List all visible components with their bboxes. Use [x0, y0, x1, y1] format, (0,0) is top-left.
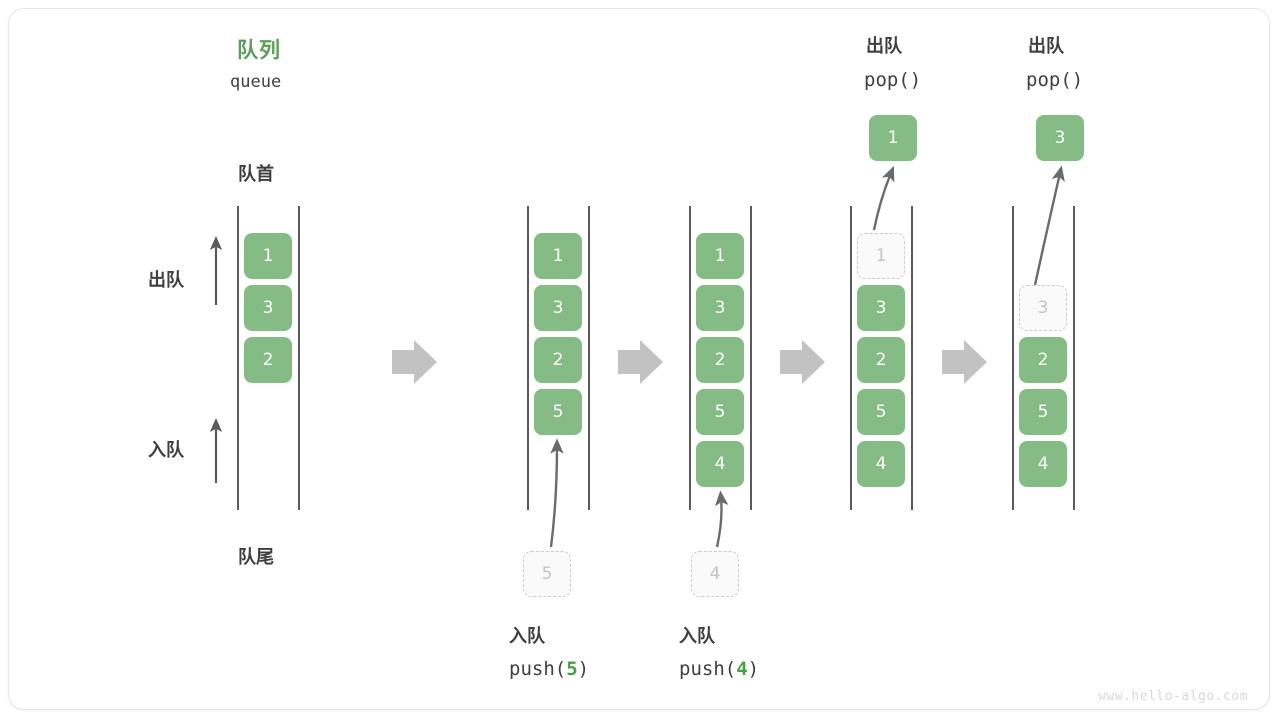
watermark: www.hello-algo.com — [1098, 689, 1248, 704]
code-value: 5 — [566, 658, 578, 680]
step-caption-code: push(4) — [679, 658, 759, 680]
queue-rail-left-step2 — [527, 206, 529, 510]
push-arrow-5 — [549, 438, 564, 548]
code-suffix: ) — [747, 658, 760, 680]
popped-value: 3 — [1036, 115, 1084, 161]
queue-cell: 2 — [1019, 337, 1067, 383]
queue-cell: 2 — [696, 337, 744, 383]
diagram-title-cjk: 队列 — [237, 38, 281, 62]
queue-rail-right-step2 — [588, 206, 590, 510]
transition-arrow-2 — [618, 340, 663, 384]
rear-label: 队尾 — [238, 547, 274, 568]
pop-arrow-1 — [872, 165, 895, 231]
queue-cell-removed: 1 — [857, 233, 905, 279]
queue-rail-left-step1 — [237, 206, 239, 510]
pop-caption-code: pop() — [1026, 69, 1084, 91]
queue-rail-right-step1 — [298, 206, 300, 510]
transition-arrow-3 — [780, 340, 825, 384]
pop-caption-cjk: 出队 — [1028, 36, 1064, 57]
queue-rail-left-step3 — [689, 206, 691, 510]
queue-cell-new: 5 — [534, 389, 582, 435]
queue-cell: 3 — [857, 285, 905, 331]
queue-cell-new: 4 — [696, 441, 744, 487]
queue-cell: 4 — [1019, 441, 1067, 487]
queue-cell: 5 — [1019, 389, 1067, 435]
queue-cell: 5 — [857, 389, 905, 435]
queue-cell: 1 — [534, 233, 582, 279]
popped-value: 1 — [869, 115, 917, 161]
step-caption-cjk: 入队 — [509, 626, 545, 647]
pop-caption-cjk: 出队 — [866, 36, 902, 57]
queue-cell: 2 — [857, 337, 905, 383]
step-caption-cjk: 入队 — [679, 626, 715, 647]
queue-cell-removed: 3 — [1019, 285, 1067, 331]
push-arrow-4 — [715, 490, 729, 548]
enqueue-direction-label: 入队 — [148, 440, 184, 461]
code-suffix: ) — [577, 658, 590, 680]
dequeue-direction-label: 出队 — [148, 270, 184, 291]
transition-arrow-4 — [942, 340, 987, 384]
code-value: 4 — [736, 658, 748, 680]
queue-rail-left-step4 — [850, 206, 852, 510]
queue-cell: 4 — [857, 441, 905, 487]
queue-rail-left-step5 — [1012, 206, 1014, 510]
queue-cell: 2 — [534, 337, 582, 383]
step-caption-code: push(5) — [509, 658, 589, 680]
queue-rail-right-step3 — [750, 206, 752, 510]
queue-rail-right-step5 — [1073, 206, 1075, 510]
queue-cell: 3 — [244, 285, 292, 331]
queue-cell: 5 — [696, 389, 744, 435]
queue-rail-right-step4 — [911, 206, 913, 510]
queue-cell: 3 — [534, 285, 582, 331]
code-prefix: push( — [509, 658, 567, 680]
push-input-placeholder: 5 — [523, 551, 571, 597]
queue-cell: 2 — [244, 337, 292, 383]
code-prefix: push( — [679, 658, 737, 680]
queue-cell: 3 — [696, 285, 744, 331]
transition-arrow-1 — [392, 340, 437, 384]
queue-cell: 1 — [696, 233, 744, 279]
front-label: 队首 — [238, 164, 274, 185]
queue-cell: 1 — [244, 233, 292, 279]
push-input-placeholder: 4 — [691, 551, 739, 597]
pop-caption-code: pop() — [864, 69, 922, 91]
pop-arrow-3 — [1033, 165, 1065, 286]
diagram-title-en: queue — [230, 72, 282, 92]
